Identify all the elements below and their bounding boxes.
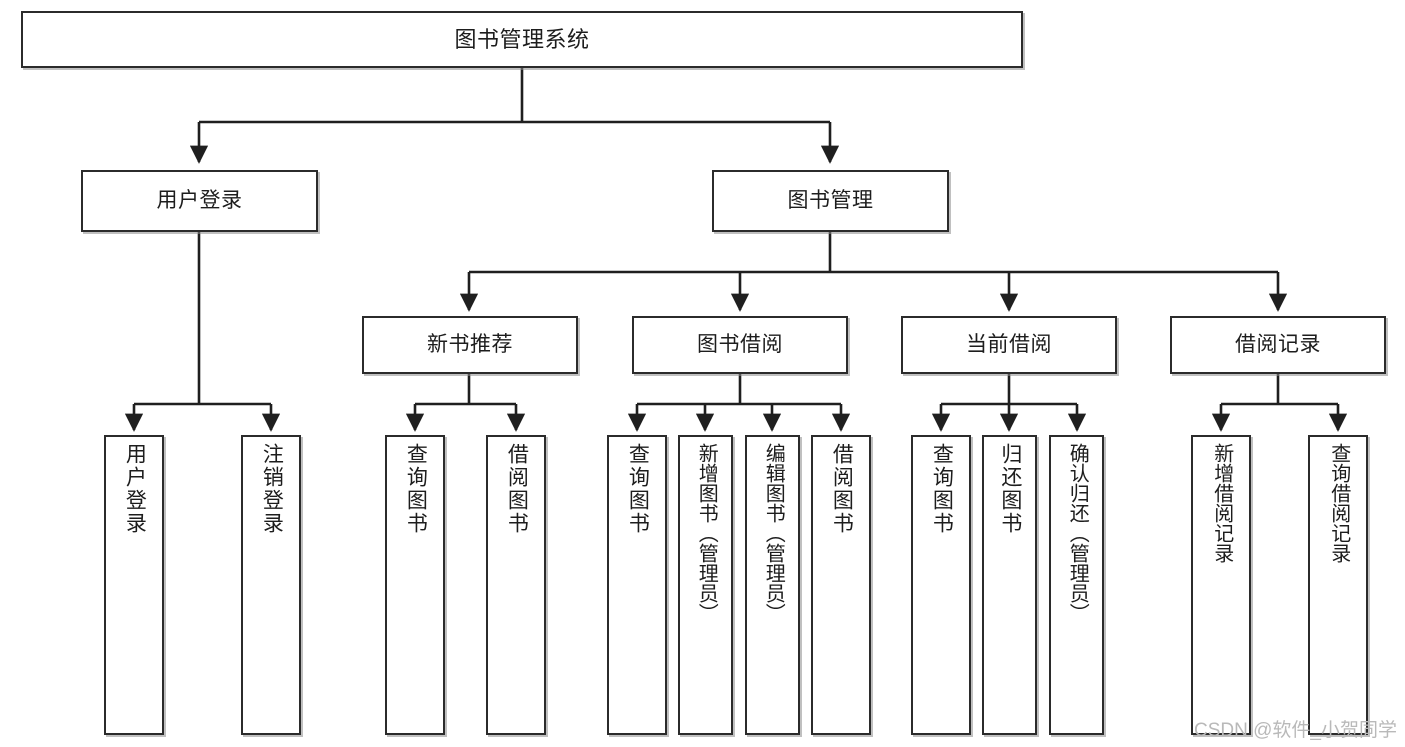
node-label: 新增图书（管理员）	[695, 443, 718, 623]
leaf-return-book[interactable]: 归还图书	[982, 435, 1037, 735]
node-borrowing-records[interactable]: 借阅记录	[1170, 316, 1386, 374]
node-label: 用户登录	[123, 443, 147, 535]
node-label: 确认归还（管理员）	[1066, 443, 1089, 623]
node-label: 归还图书	[998, 443, 1022, 535]
leaf-user-login[interactable]: 用户登录	[104, 435, 164, 735]
watermark-text: CSDN @软件_小贺同学	[1194, 720, 1397, 741]
node-label: 当前借阅	[966, 332, 1052, 356]
node-current-borrowing[interactable]: 当前借阅	[901, 316, 1117, 374]
node-label: 新书推荐	[427, 332, 513, 356]
node-label: 借阅记录	[1235, 332, 1321, 356]
node-label: 图书管理系统	[454, 26, 590, 52]
node-user-login[interactable]: 用户登录	[81, 170, 318, 232]
node-label: 查询图书	[404, 443, 428, 535]
node-label: 用户登录	[156, 188, 243, 212]
node-new-book-recommendation[interactable]: 新书推荐	[362, 316, 578, 374]
leaf-query-book-recommend[interactable]: 查询图书	[385, 435, 445, 735]
node-label: 图书管理	[787, 188, 874, 212]
leaf-edit-book-admin[interactable]: 编辑图书（管理员）	[745, 435, 800, 735]
leaf-query-borrow-record[interactable]: 查询借阅记录	[1308, 435, 1368, 735]
node-label: 查询图书	[626, 443, 650, 535]
node-label: 借阅图书	[505, 443, 529, 535]
node-label: 编辑图书（管理员）	[762, 443, 785, 623]
node-label: 借阅图书	[830, 443, 854, 535]
leaf-confirm-return-admin[interactable]: 确认归还（管理员）	[1049, 435, 1104, 735]
leaf-query-book-current[interactable]: 查询图书	[911, 435, 971, 735]
node-book-management[interactable]: 图书管理	[712, 170, 949, 232]
node-label: 查询图书	[930, 443, 954, 535]
leaf-query-book-borrow[interactable]: 查询图书	[607, 435, 667, 735]
node-label: 注销登录	[260, 443, 284, 535]
leaf-add-borrow-record[interactable]: 新增借阅记录	[1191, 435, 1251, 735]
leaf-add-book-admin[interactable]: 新增图书（管理员）	[678, 435, 733, 735]
node-label: 图书借阅	[697, 332, 783, 356]
leaf-logout[interactable]: 注销登录	[241, 435, 301, 735]
leaf-borrow-book-recommend[interactable]: 借阅图书	[486, 435, 546, 735]
node-book-borrowing[interactable]: 图书借阅	[632, 316, 848, 374]
node-label: 新增借阅记录	[1210, 443, 1233, 563]
node-label: 查询借阅记录	[1327, 443, 1350, 563]
node-root-book-management-system[interactable]: 图书管理系统	[21, 11, 1023, 68]
leaf-borrow-book[interactable]: 借阅图书	[811, 435, 871, 735]
